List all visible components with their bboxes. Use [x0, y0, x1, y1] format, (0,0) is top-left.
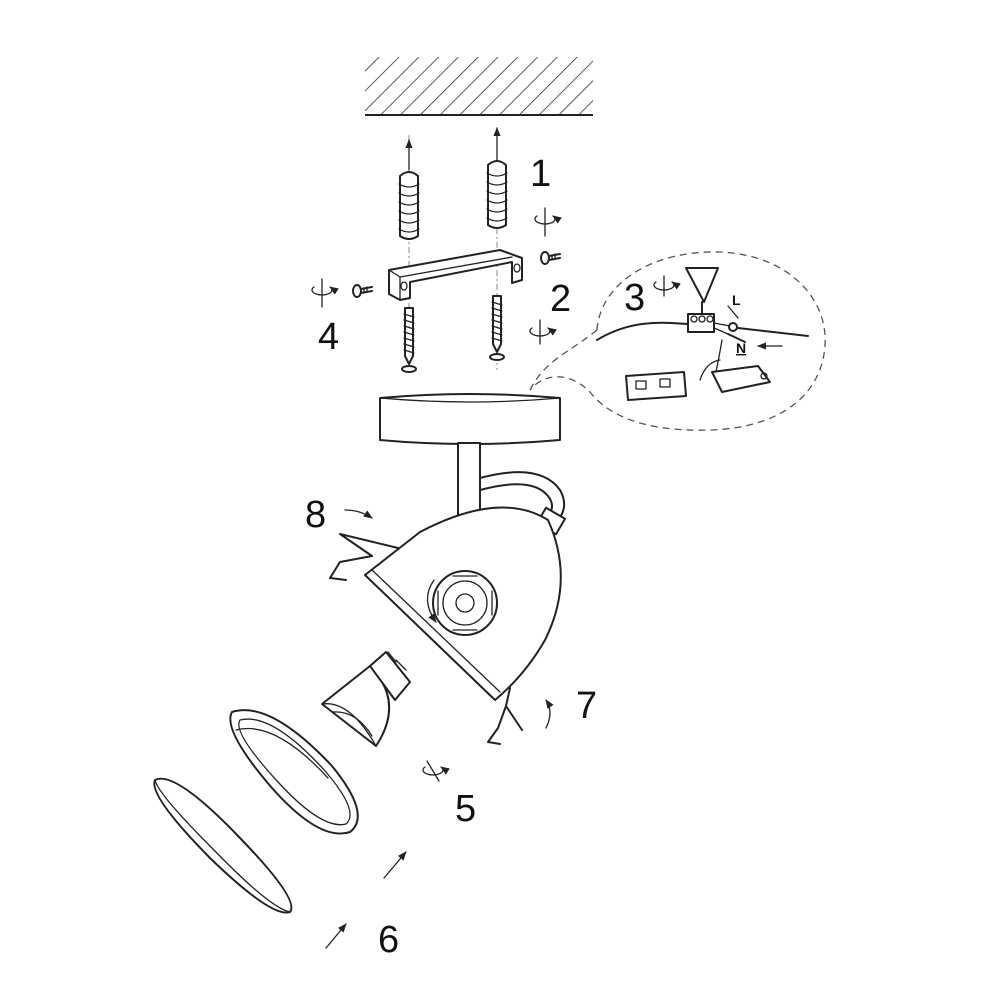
reflector-ring	[229, 709, 359, 835]
wall-plug-left	[398, 171, 420, 240]
spring-clip-bottom	[487, 687, 554, 745]
wire-connector	[596, 313, 809, 343]
lamp-head	[364, 506, 562, 701]
bracket-screw-left	[352, 284, 373, 298]
step-6-label: 6	[378, 919, 399, 961]
step-3-label: 3	[624, 277, 645, 319]
bracket-screw-right	[540, 251, 561, 265]
wiring-detail-callout: L N	[529, 251, 826, 431]
wall-plug-right	[486, 160, 508, 229]
step-4-label: 4	[318, 316, 339, 358]
step-1-label: 1	[530, 153, 551, 195]
ceiling	[365, 57, 593, 116]
step-7-label: 7	[576, 685, 597, 727]
wood-screw-right	[489, 295, 505, 361]
mounting-bracket	[388, 249, 523, 301]
gu10-bulb	[321, 651, 411, 747]
wood-screw-left	[401, 307, 417, 373]
ceiling-canopy	[379, 393, 561, 445]
wire-loop	[685, 267, 719, 315]
rotate-icon	[311, 207, 681, 782]
step-2-label: 2	[550, 278, 571, 320]
step-8-label: 8	[305, 494, 326, 536]
live-wire-label: L	[732, 292, 741, 308]
spring-clip-top	[329, 509, 399, 581]
front-glass	[153, 777, 293, 914]
step-5-label: 5	[455, 788, 476, 830]
terminal-block	[625, 339, 771, 401]
drill-arrows	[405, 127, 501, 370]
insert-arrows	[325, 851, 407, 949]
neutral-wire-label: N	[736, 340, 746, 356]
